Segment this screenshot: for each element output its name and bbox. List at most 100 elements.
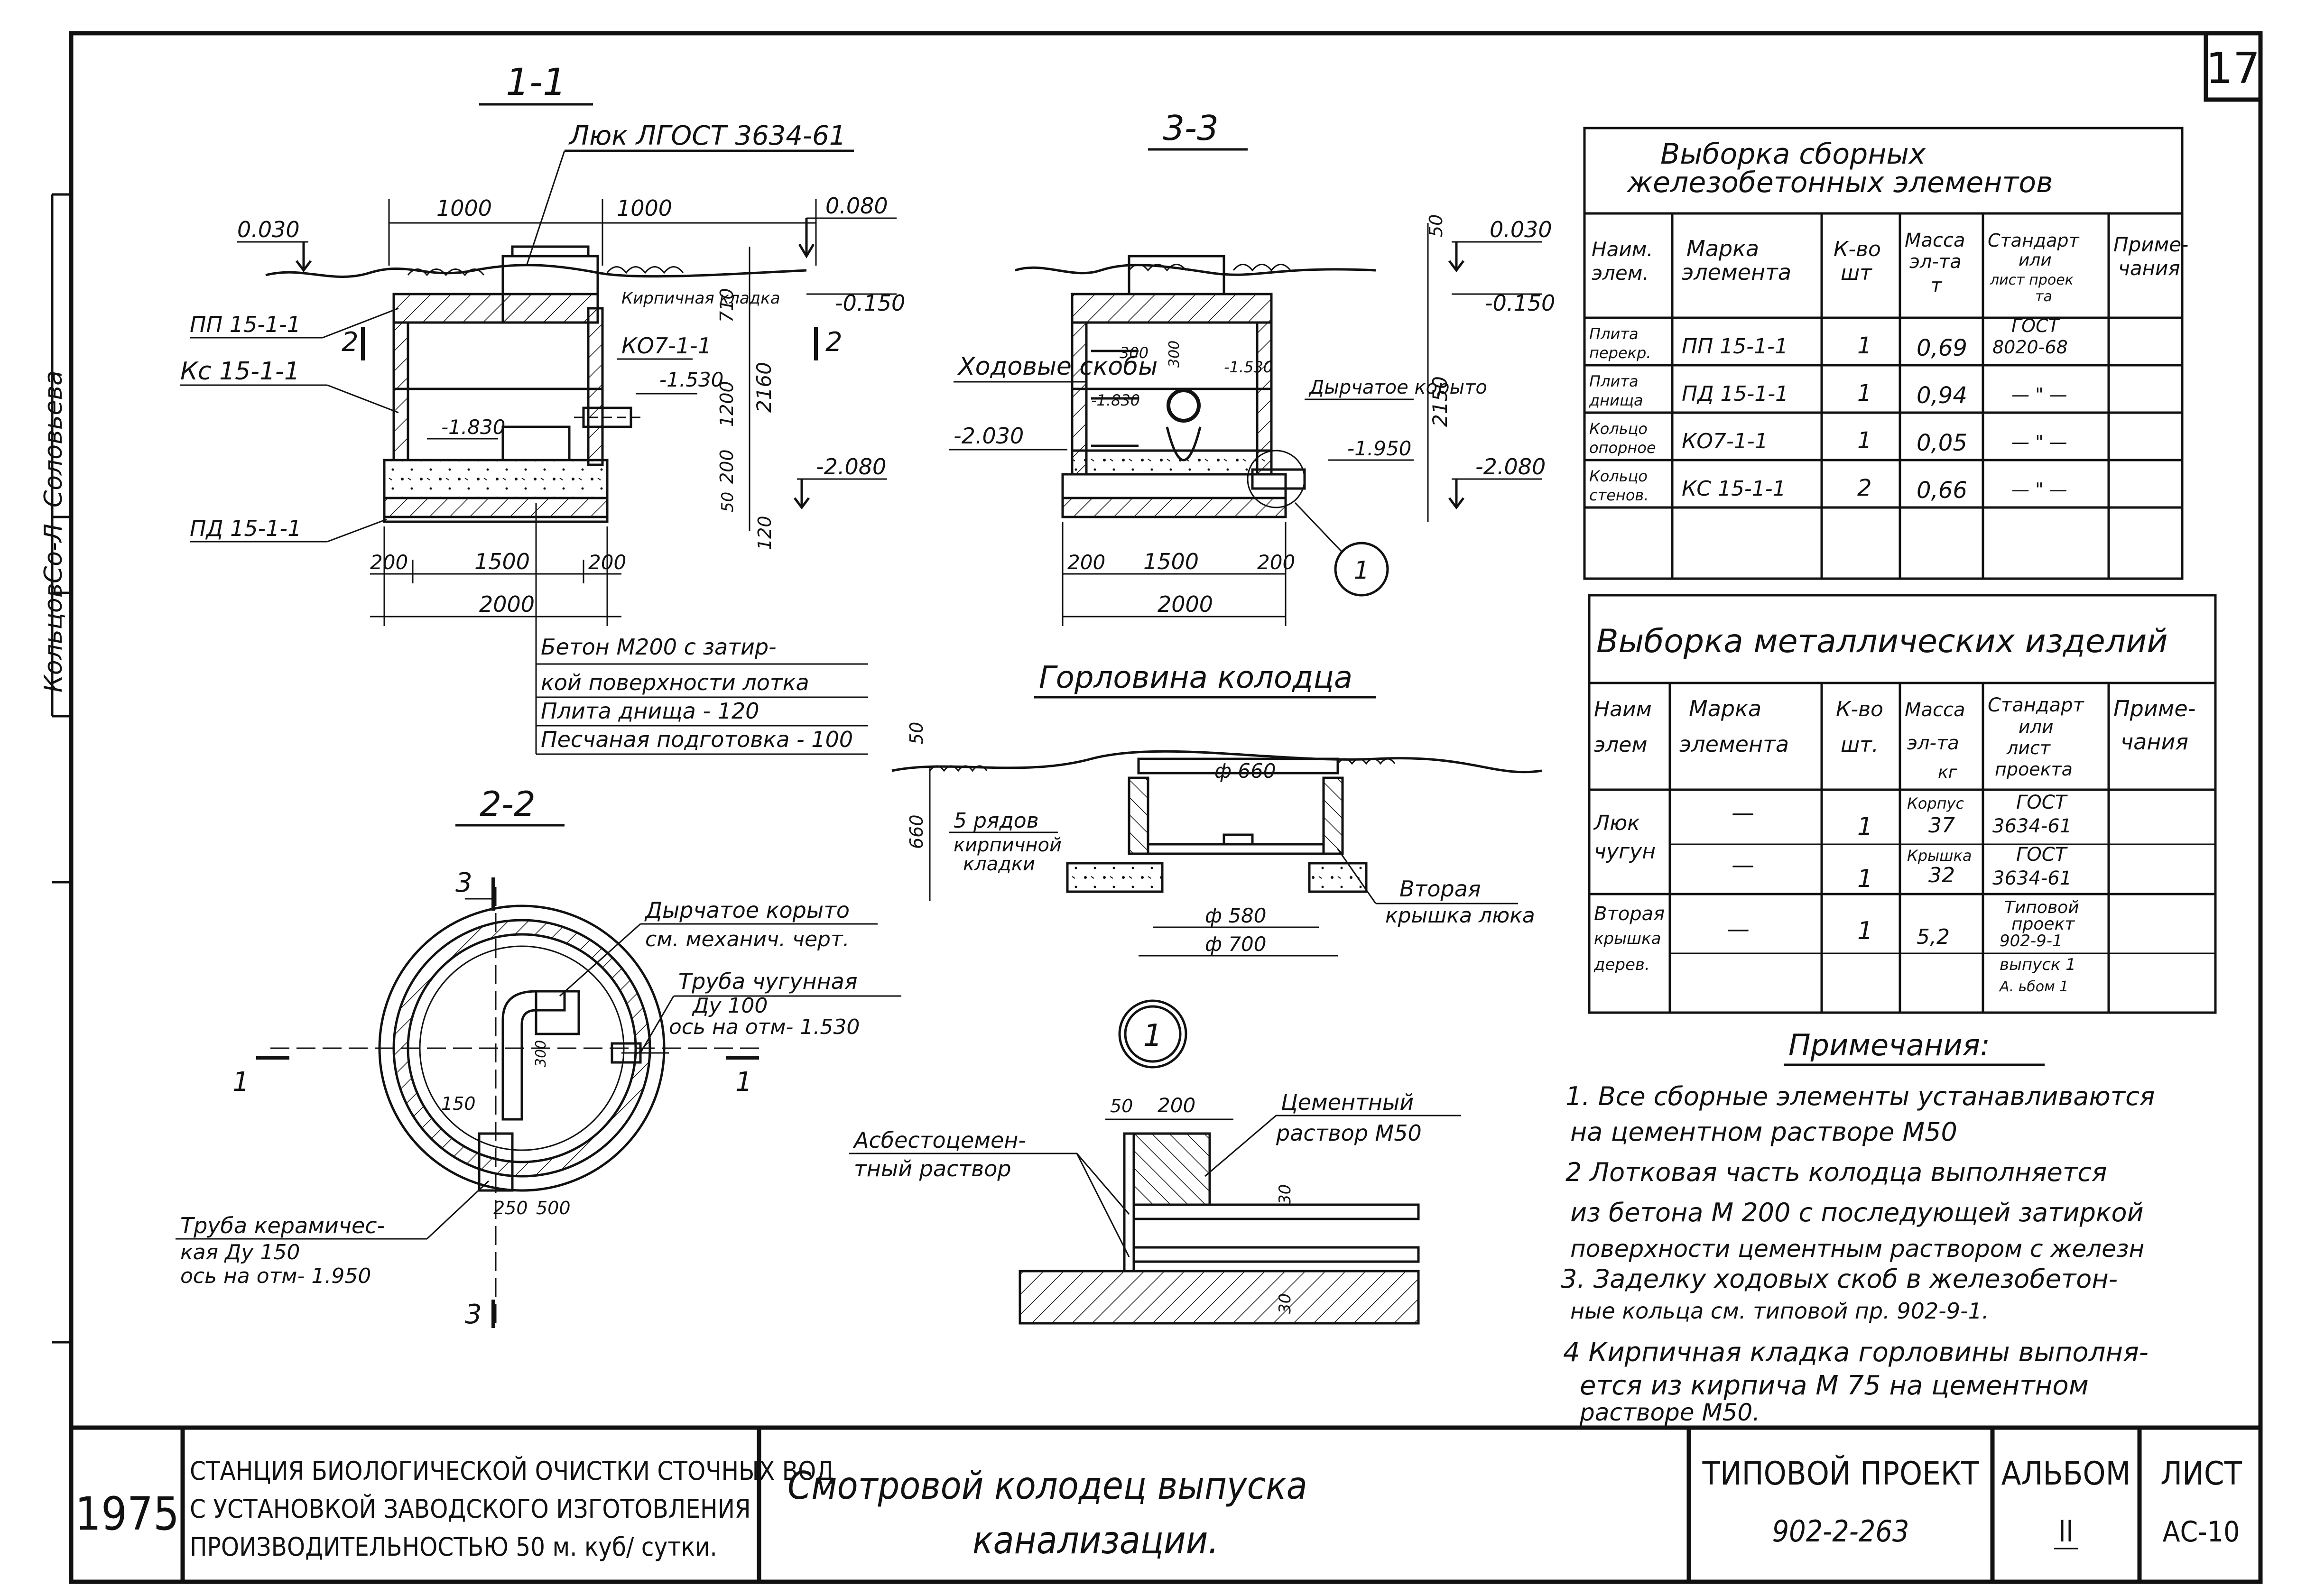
th-m-note-2: чания xyxy=(2121,729,2188,755)
th-rc-std-3: лист проек xyxy=(1990,272,2074,288)
td-name: опорное xyxy=(1589,439,1656,457)
dim-300-b: 300 xyxy=(1166,341,1183,368)
table-metal-header: Наим элем Марка элемента К-во шт. Масса … xyxy=(1594,694,2195,782)
level-minus-1830: -1.830 xyxy=(441,415,505,439)
level-0080: 0.080 xyxy=(825,193,888,219)
label-kladki: кладки xyxy=(963,853,1035,875)
th-rc-name-2: элем. xyxy=(1592,261,1649,285)
th-rc-qty-1: К-во xyxy=(1834,237,1881,261)
level-3-minus-1530: -1.530 xyxy=(1224,358,1273,376)
td-mark: — xyxy=(1732,800,1754,826)
note-line-3: 2 Лотковая часть колодца выполняется xyxy=(1565,1157,2107,1187)
level-3-minus-1830: -1.830 xyxy=(1091,391,1140,409)
th-rc-mark-1: Марка xyxy=(1686,236,1759,261)
th-rc-mass-2: эл-та xyxy=(1909,251,1962,273)
side-stamp: Кольцов Со-Л Соловьева xyxy=(39,193,71,1344)
th-rc-mass-3: т xyxy=(1931,275,1943,296)
table-row: Вторая крышка дерев. — 1 5,2 Типовой про… xyxy=(1593,898,2079,995)
detail-1-callout: 1 xyxy=(1143,1018,1163,1053)
dim-phi-660: ф 660 xyxy=(1214,759,1276,783)
label-kirpichnoy: кирпичной xyxy=(954,834,1062,856)
td-name: днища xyxy=(1589,391,1643,409)
th-m-name-2: элем xyxy=(1594,733,1648,757)
th-rc-mark-2: элемента xyxy=(1682,259,1791,285)
dim-300-plan: 300 xyxy=(533,1040,549,1067)
detail-dim-200: 200 xyxy=(1158,1094,1195,1117)
label-dyrchatoe-koryto: Дырчатое корыто xyxy=(1308,377,1487,398)
cut-3-bottom: 3 xyxy=(465,1299,482,1330)
cut-1-right: 1 xyxy=(735,1067,752,1098)
td-mass: 0,66 xyxy=(1917,477,1967,504)
td-std: А. ьбом 1 xyxy=(1999,978,2068,995)
label-ks-15-1-1: Кс 15-1-1 xyxy=(180,357,300,386)
th-m-std-1: Стандарт xyxy=(1988,694,2084,716)
label-rastvor-m50: раствор М50 xyxy=(1276,1120,1422,1146)
dim-1200: 1200 xyxy=(716,381,737,427)
note-line-8: 4 Кирпичная кладка горловины выполня- xyxy=(1563,1337,2149,1368)
dim-gorl-660: 660 xyxy=(906,814,927,849)
dim-200-v: 200 xyxy=(716,449,737,484)
table-rc-title-1: Выборка сборных xyxy=(1660,138,1926,171)
dim-200-3b: 200 xyxy=(1257,551,1295,574)
label-5-ryadov: 5 рядов xyxy=(954,809,1039,833)
label-pd-15-1-1: ПД 15-1-1 xyxy=(190,516,301,541)
table-row: Люк чугун — 1 Корпус 37 ГОСТ 3634-61 xyxy=(1593,792,2072,864)
td-name: крышка xyxy=(1594,929,1661,948)
note-line-2: на цементном растворе М50 xyxy=(1570,1117,1957,1147)
label-khodovye-skoby: Ходовые скобы xyxy=(957,352,1158,381)
td-name: Кольцо xyxy=(1589,420,1648,438)
dim-50-v: 50 xyxy=(718,492,737,512)
th-rc-name-1: Наим. xyxy=(1592,238,1653,261)
td-mass: Крышка xyxy=(1907,847,1972,865)
dim-2150: 2150 xyxy=(1428,376,1452,427)
td-std: проект xyxy=(2011,914,2075,934)
th-rc-qty-2: шт xyxy=(1841,261,1872,285)
td-qty: 1 xyxy=(1857,332,1872,359)
tb-org-line-3: ПРОИЗВОДИТЕЛЬНОСТЬЮ 50 м. куб/ сутки. xyxy=(190,1532,717,1562)
dim-200-3a: 200 xyxy=(1067,551,1105,574)
th-m-name-1: Наим xyxy=(1594,697,1652,721)
dim-150: 150 xyxy=(441,1093,476,1114)
note-1-1-line3: Плита днища - 120 xyxy=(541,698,759,724)
sheet-number-box: 17 xyxy=(2204,31,2263,102)
notes-1-1: Бетон М200 с затир- кой поверхности лотк… xyxy=(535,503,868,755)
note-1-1-line2: кой поверхности лотка xyxy=(541,670,809,695)
td-mark: ПП 15-1-1 xyxy=(1682,334,1788,359)
note-line-10: растворе М50. xyxy=(1579,1399,1760,1426)
gorlovina-title: Горловина колодца xyxy=(1039,660,1352,695)
label-os-1530: ось на отм- 1.530 xyxy=(669,1015,860,1039)
td-std: 3634-61 xyxy=(1992,867,2072,889)
td-std: — " — xyxy=(2011,479,2067,500)
dim-1000-left: 1000 xyxy=(436,195,492,221)
table-row: Плита днища ПД 15-1-1 1 0,94 — " — xyxy=(1589,372,2067,409)
cut-3-top: 3 xyxy=(455,867,472,898)
label-sm-mekh-chert: см. механич. черт. xyxy=(645,927,850,951)
dim-2160: 2160 xyxy=(752,362,776,413)
label-ko7-1-1: КО7-1-1 xyxy=(621,333,712,359)
dim-710: 710 xyxy=(716,288,737,323)
tb-org-line-1: СТАНЦИЯ БИОЛОГИЧЕСКОЙ ОЧИСТКИ СТОЧНЫХ ВО… xyxy=(190,1456,834,1486)
td-mark: КС 15-1-1 xyxy=(1682,477,1786,501)
section-1-1-title: 1-1 xyxy=(506,61,566,104)
dim-1500-3: 1500 xyxy=(1143,549,1199,574)
tb-album-label: АЛЬБОМ xyxy=(2001,1455,2131,1493)
level-minus-1530: -1.530 xyxy=(659,368,723,391)
th-rc-std-4: та xyxy=(2035,288,2052,305)
th-m-note-1: Приме- xyxy=(2113,696,2195,721)
side-stamp-name-2: Со-Л xyxy=(39,524,68,583)
td-name: чугун xyxy=(1594,840,1656,864)
detail-dim-30-b: 30 xyxy=(1276,1293,1295,1314)
td-mark: — xyxy=(1732,852,1754,878)
level-0030: 0.030 xyxy=(237,217,300,242)
note-1-1-line4: Песчаная подготовка - 100 xyxy=(541,727,853,752)
table-metal-title: Выборка металлических изделий xyxy=(1596,623,2168,660)
dim-200-a: 200 xyxy=(370,551,408,574)
td-std: 3634-61 xyxy=(1992,815,2072,837)
label-truba-keram: Труба керамичес- xyxy=(180,1213,385,1238)
table-row: Плита перекр. ПП 15-1-1 1 0,69 ГОСТ 8020… xyxy=(1589,315,2068,362)
label-du-150: кая Ду 150 xyxy=(180,1240,300,1264)
th-rc-std-2: или xyxy=(2019,250,2052,270)
dim-phi-700: ф 700 xyxy=(1205,932,1266,956)
note-line-7: ные кольца см. типовой пр. 902-9-1. xyxy=(1570,1298,1989,1324)
